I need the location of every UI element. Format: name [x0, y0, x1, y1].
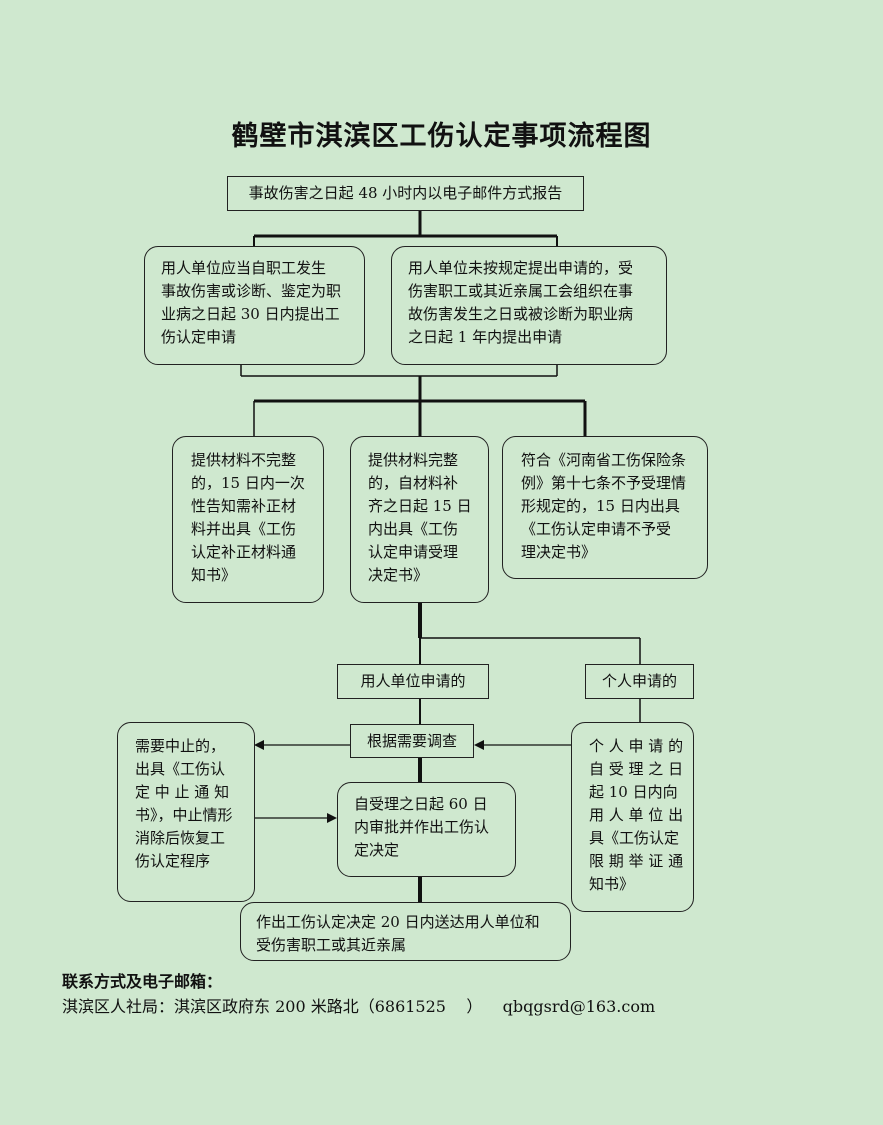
deliver-box: 作出工伤认定决定 20 日内送达用人单位和 受伤害职工或其近亲属	[240, 902, 571, 961]
decision-box: 自受理之日起 60 日 内审批并作出工伤认 定决定	[337, 782, 516, 877]
worker-apply-text: 用人单位未按规定提出申请的，受 伤害职工或其近亲属工会组织在事 故伤害发生之日或…	[408, 259, 634, 346]
incomplete-materials-box: 提供材料不完整 的，15 日内一次 性告知需补正材 料并出具《工伤 认定补正材料…	[172, 436, 324, 603]
suspend-box: 需要中止的， 出具《工伤认 定 中 止 通 知 书》，中止情形 消除后恢复工 伤…	[117, 722, 255, 902]
employer-apply-text: 用人单位应当自职工发生 事故伤害或诊断、鉴定为职 业病之日起 30 日内提出工 …	[161, 259, 342, 346]
decision-text: 自受理之日起 60 日 内审批并作出工伤认 定决定	[354, 795, 490, 859]
individual-applied-box: 个人申请的	[585, 664, 694, 699]
complete-materials-text: 提供材料完整 的，自材料补 齐之日起 15 日 内出具《工伤 认定申请受理 决定…	[368, 451, 472, 584]
individual-notice-text: 个 人 申 请 的 自 受 理 之 日 起 10 日内向 用 人 单 位 出 具…	[589, 737, 684, 893]
investigate-text: 根据需要调查	[366, 732, 457, 750]
employer-applied-box: 用人单位申请的	[337, 664, 489, 699]
individual-applied-text: 个人申请的	[601, 672, 677, 690]
worker-apply-box: 用人单位未按规定提出申请的，受 伤害职工或其近亲属工会组织在事 故伤害发生之日或…	[391, 246, 667, 365]
page-title: 鹤壁市淇滨区工伤认定事项流程图	[231, 121, 652, 152]
contact-info: 淇滨区人社局：淇滨区政府东 200 米路北（6861525 ） qbqgsrd@…	[62, 997, 656, 1016]
investigate-box: 根据需要调查	[350, 724, 474, 758]
reject-text: 符合《河南省工伤保险条 例》第十七条不予受理情 形规定的，15 日内出具 《工伤…	[521, 451, 687, 561]
suspend-text: 需要中止的， 出具《工伤认 定 中 止 通 知 书》，中止情形 消除后恢复工 伤…	[135, 737, 233, 870]
employer-applied-text: 用人单位申请的	[360, 672, 466, 690]
report-text: 事故伤害之日起 48 小时内以电子邮件方式报告	[248, 184, 563, 202]
report-box: 事故伤害之日起 48 小时内以电子邮件方式报告	[227, 176, 584, 211]
contact-heading: 联系方式及电子邮箱：	[62, 972, 223, 991]
reject-box: 符合《河南省工伤保险条 例》第十七条不予受理情 形规定的，15 日内出具 《工伤…	[502, 436, 708, 579]
employer-apply-box: 用人单位应当自职工发生 事故伤害或诊断、鉴定为职 业病之日起 30 日内提出工 …	[144, 246, 365, 365]
incomplete-materials-text: 提供材料不完整 的，15 日内一次 性告知需补正材 料并出具《工伤 认定补正材料…	[191, 451, 305, 584]
complete-materials-box: 提供材料完整 的，自材料补 齐之日起 15 日 内出具《工伤 认定申请受理 决定…	[350, 436, 489, 603]
deliver-text: 作出工伤认定决定 20 日内送达用人单位和 受伤害职工或其近亲属	[256, 913, 540, 954]
individual-notice-box: 个 人 申 请 的 自 受 理 之 日 起 10 日内向 用 人 单 位 出 具…	[571, 722, 694, 912]
